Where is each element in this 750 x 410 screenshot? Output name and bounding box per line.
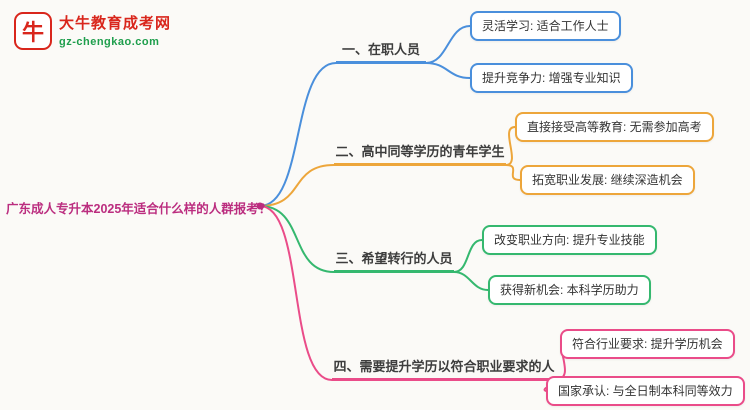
connector-branch2-leaf2: [505, 164, 521, 181]
branch-node-3[interactable]: 三、希望转行的人员: [334, 250, 454, 273]
root-node[interactable]: 广东成人专升本2025年适合什么样的人群报考？: [6, 202, 272, 216]
leaf-node-3-2[interactable]: 获得新机会: 本科学历助力: [488, 275, 651, 305]
connector-branch1-leaf1: [425, 25, 471, 64]
connector-root-branch-2: [259, 164, 335, 207]
bull-logo-icon: 牛: [14, 12, 52, 50]
brand-name: 大牛教育成考网: [59, 14, 172, 32]
branch-node-1[interactable]: 一、在职人员: [336, 41, 426, 64]
branch-node-2[interactable]: 二、高中同等学历的青年学生: [334, 143, 506, 166]
connector-branch3-leaf1: [453, 239, 483, 273]
leaf-node-1-2[interactable]: 提升竞争力: 增强专业知识: [470, 63, 633, 93]
connector-branch2-leaf1: [505, 126, 516, 166]
connector-root-branch-1: [259, 62, 337, 207]
leaf-node-1-1[interactable]: 灵活学习: 适合工作人士: [470, 11, 621, 41]
connector-root-branch-4: [259, 205, 333, 381]
root-anchor-dot: [256, 202, 264, 210]
brand-domain: gz-chengkao.com: [59, 35, 160, 48]
leaf-node-4-2[interactable]: 国家承认: 与全日制本科同等效力: [546, 376, 745, 406]
leaf-node-2-2[interactable]: 拓宽职业发展: 继续深造机会: [520, 165, 695, 195]
leaf-node-2-1[interactable]: 直接接受高等教育: 无需参加高考: [515, 112, 714, 142]
connector-branch3-leaf2: [453, 271, 489, 291]
logo-text: 大牛教育成考网 gz-chengkao.com: [59, 15, 171, 48]
site-logo[interactable]: 牛 大牛教育成考网 gz-chengkao.com: [14, 12, 171, 50]
leaf-node-3-1[interactable]: 改变职业方向: 提升专业技能: [482, 225, 657, 255]
leaf-node-4-1[interactable]: 符合行业要求: 提升学历机会: [560, 329, 735, 359]
connector-root-branch-3: [259, 205, 335, 273]
branch-node-4[interactable]: 四、需要提升学历以符合职业要求的人: [332, 358, 556, 381]
connector-branch1-leaf2: [425, 62, 471, 79]
